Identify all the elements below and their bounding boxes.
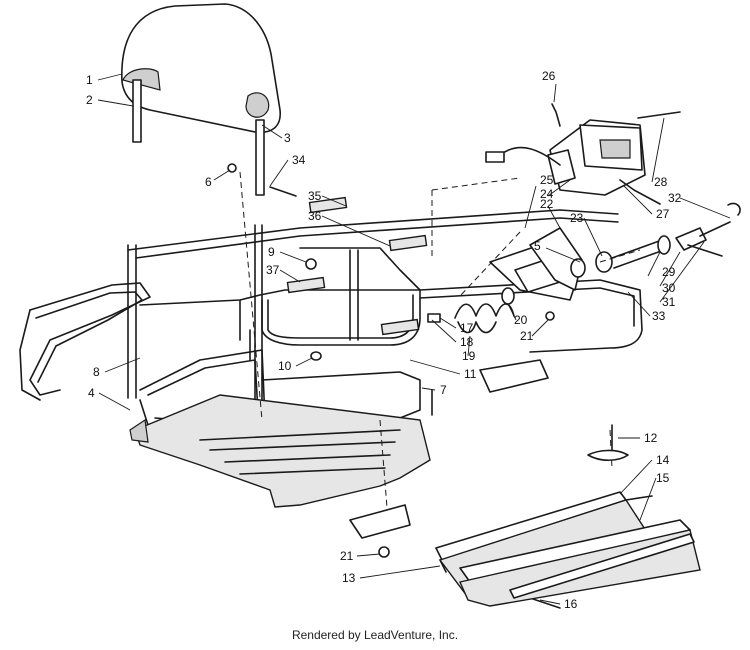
callout-14: 14 xyxy=(656,453,670,467)
callout-27: 27 xyxy=(656,207,670,221)
callout-7: 7 xyxy=(440,383,447,397)
bracket-assembly xyxy=(427,202,741,334)
footer-credit: Rendered by LeadVenture, Inc. xyxy=(291,628,459,642)
callout-21: 21 xyxy=(520,329,534,343)
callout-1: 1 xyxy=(86,73,93,87)
callout-15: 15 xyxy=(656,471,670,485)
callout-20: 20 xyxy=(514,313,528,327)
callout-3: 3 xyxy=(284,131,291,145)
leader-lines xyxy=(97,73,731,605)
callout-26: 26 xyxy=(542,69,556,83)
callout-24: 24 xyxy=(540,187,554,201)
callout-36: 36 xyxy=(308,209,322,223)
warning-decals xyxy=(286,196,428,336)
callout-30: 30 xyxy=(662,281,676,295)
callout-34: 34 xyxy=(292,153,306,167)
callout-37: 37 xyxy=(266,263,280,277)
callout-12: 12 xyxy=(644,431,658,445)
callout-32: 32 xyxy=(668,191,682,205)
callout-18: 18 xyxy=(460,335,474,349)
callout-23: 23 xyxy=(570,211,584,225)
callout-4: 4 xyxy=(88,386,95,400)
callout-11: 11 xyxy=(464,367,477,381)
callout-10: 10 xyxy=(278,359,292,373)
callout-28: 28 xyxy=(654,175,668,189)
backrest-pad xyxy=(121,3,281,196)
callout-31: 31 xyxy=(662,295,676,309)
side-panels xyxy=(435,491,701,607)
exploded-view-drawing: 1 2 3 4 5 6 7 8 9 10 11 12 13 14 15 16 1… xyxy=(19,3,741,611)
callout-21-bottom: 21 xyxy=(340,549,354,563)
callout-2: 2 xyxy=(86,93,93,107)
callout-5: 5 xyxy=(534,239,541,253)
tail-light xyxy=(485,103,681,205)
callout-6: 6 xyxy=(205,175,212,189)
callout-35: 35 xyxy=(308,189,322,203)
callout-8: 8 xyxy=(93,365,100,379)
callout-19: 19 xyxy=(462,349,476,363)
floor-tray xyxy=(129,394,431,508)
assembly-lines xyxy=(239,171,641,521)
callout-17: 17 xyxy=(460,321,474,335)
callout-29: 29 xyxy=(662,265,676,279)
callout-25: 25 xyxy=(540,173,554,187)
callout-labels: 1 2 3 4 5 6 7 8 9 10 11 12 13 14 15 16 1… xyxy=(86,69,682,611)
callout-9: 9 xyxy=(268,245,275,259)
callout-13: 13 xyxy=(342,571,356,585)
callout-22: 22 xyxy=(540,197,554,211)
callout-33: 33 xyxy=(652,309,666,323)
hardware xyxy=(227,163,629,609)
callout-16: 16 xyxy=(564,597,578,611)
